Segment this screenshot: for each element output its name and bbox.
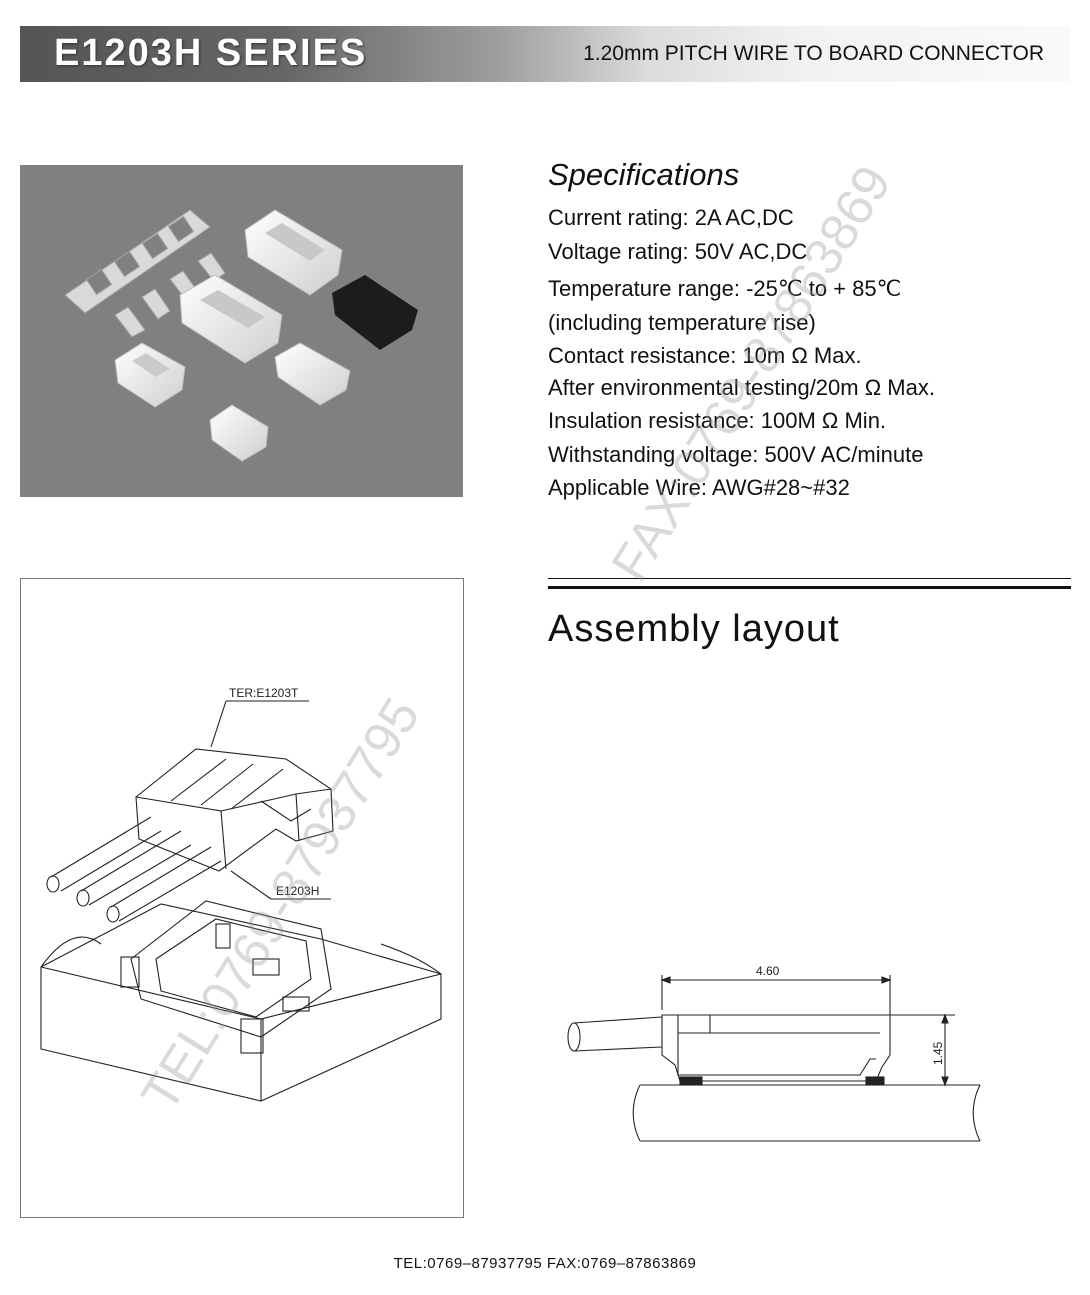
- specifications-list: Current rating: 2A AC,DC Voltage rating:…: [548, 201, 935, 505]
- label-terminal: TER:E1203T: [229, 686, 299, 700]
- spec-line: After environmental testing/20m Ω Max.: [548, 374, 935, 400]
- assembly-drawing: TER:E1203T E1203H: [20, 578, 464, 1218]
- series-subtitle: 1.20mm PITCH WIRE TO BOARD CONNECTOR: [583, 42, 1044, 65]
- spec-line: Voltage rating: 50V AC,DC: [548, 238, 808, 264]
- spec-line: Temperature range: -25℃ to + 85℃: [548, 276, 902, 301]
- spec-line: Withstanding voltage: 500V AC/minute: [548, 441, 924, 467]
- dimension-width: 4.60: [756, 964, 780, 978]
- footer-contact: TEL:0769–87937795 FAX:0769–87863869: [393, 1255, 697, 1272]
- product-photo: [20, 165, 463, 497]
- assembly-drawing-art: TER:E1203T E1203H: [40, 686, 442, 1102]
- divider-thin: [548, 578, 1071, 579]
- spec-line: Contact resistance: 10m Ω Max.: [548, 343, 862, 368]
- spec-line: (including temperature rise): [548, 309, 816, 335]
- side-view-drawing: 4.60 1.45: [560, 955, 990, 1160]
- assembly-title: Assembly layout: [548, 608, 840, 650]
- spec-line: Applicable Wire: AWG#28~#32: [548, 475, 850, 500]
- spec-line: Insulation resistance: 100M Ω Min.: [548, 408, 887, 433]
- series-title: E1203H SERIES: [54, 32, 368, 74]
- specifications-title: Specifications: [548, 157, 740, 192]
- side-view-art: 4.60 1.45: [567, 964, 981, 1142]
- header-banner: E1203H SERIES 1.20mm PITCH WIRE TO BOARD…: [20, 26, 1070, 82]
- spec-line: Current rating: 2A AC,DC: [548, 205, 794, 230]
- label-housing: E1203H: [276, 884, 319, 898]
- divider-thick: [548, 586, 1071, 589]
- product-photo-art: [64, 209, 418, 462]
- dimension-height: 1.45: [931, 1041, 945, 1065]
